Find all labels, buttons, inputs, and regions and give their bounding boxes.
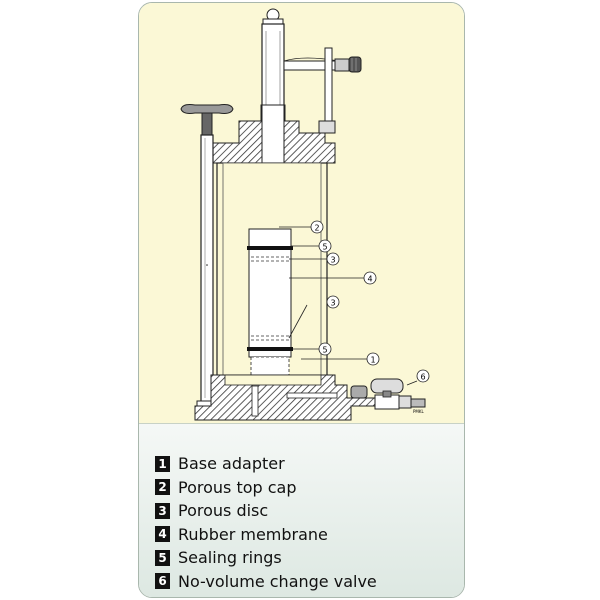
cell-top-plate <box>208 104 336 164</box>
triaxial-cell-diagram: 2 5 3 4 3 5 1 <box>139 3 464 424</box>
svg-text:1: 1 <box>370 356 375 365</box>
legend-number: 5 <box>155 549 170 566</box>
legend-label: Porous disc <box>178 501 269 521</box>
figure-card: 2 5 3 4 3 5 1 <box>138 2 465 598</box>
legend-label: Sealing rings <box>178 548 282 568</box>
svg-text:3: 3 <box>330 256 335 265</box>
svg-text:5: 5 <box>322 346 327 355</box>
legend-number: 4 <box>155 526 170 543</box>
legend-item-sealing-rings: 5 Sealing rings <box>155 546 377 570</box>
cell-base <box>194 374 376 421</box>
svg-text:5: 5 <box>322 243 327 252</box>
valve-tag: PMKL <box>413 409 424 414</box>
leader-lines <box>279 226 418 386</box>
legend-panel: 1 Base adapter 2 Porous top cap 3 Porous… <box>139 424 464 597</box>
cell-drawing: 2 5 3 4 3 5 1 <box>180 8 430 421</box>
svg-text:2: 2 <box>314 224 319 233</box>
legend-number: 6 <box>155 573 170 590</box>
callout-4: 4 <box>363 271 377 285</box>
legend-list: 1 Base adapter 2 Porous top cap 3 Porous… <box>155 452 377 593</box>
legend-number: 1 <box>155 455 170 472</box>
sample-membrane <box>247 228 293 384</box>
legend-label: No-volume change valve <box>178 571 377 591</box>
legend-label: Base adapter <box>178 454 285 474</box>
gauge-bracket <box>283 47 362 134</box>
callout-5-top: 5 <box>318 239 332 253</box>
callout-6: 6 <box>416 369 430 383</box>
legend-number: 3 <box>155 502 170 519</box>
legend-number: 2 <box>155 479 170 496</box>
callout-3-top: 3 <box>326 252 340 266</box>
legend-item-rubber-membrane: 4 Rubber membrane <box>155 523 377 547</box>
callout-2: 2 <box>310 220 324 234</box>
legend-item-base-adapter: 1 Base adapter <box>155 452 377 476</box>
legend-item-no-volume-change-valve: 6 No-volume change valve <box>155 570 377 594</box>
svg-text:4: 4 <box>367 275 372 284</box>
callout-5-bottom: 5 <box>318 342 332 356</box>
legend-item-porous-top-cap: 2 Porous top cap <box>155 476 377 500</box>
svg-text:6: 6 <box>420 373 425 382</box>
legend-label: Porous top cap <box>178 477 297 497</box>
legend-label: Rubber membrane <box>178 524 328 544</box>
svg-text:3: 3 <box>330 299 335 308</box>
callout-1: 1 <box>366 352 380 366</box>
no-volume-change-valve <box>350 378 426 410</box>
legend-item-porous-disc: 3 Porous disc <box>155 499 377 523</box>
callout-3-bottom: 3 <box>326 295 340 309</box>
